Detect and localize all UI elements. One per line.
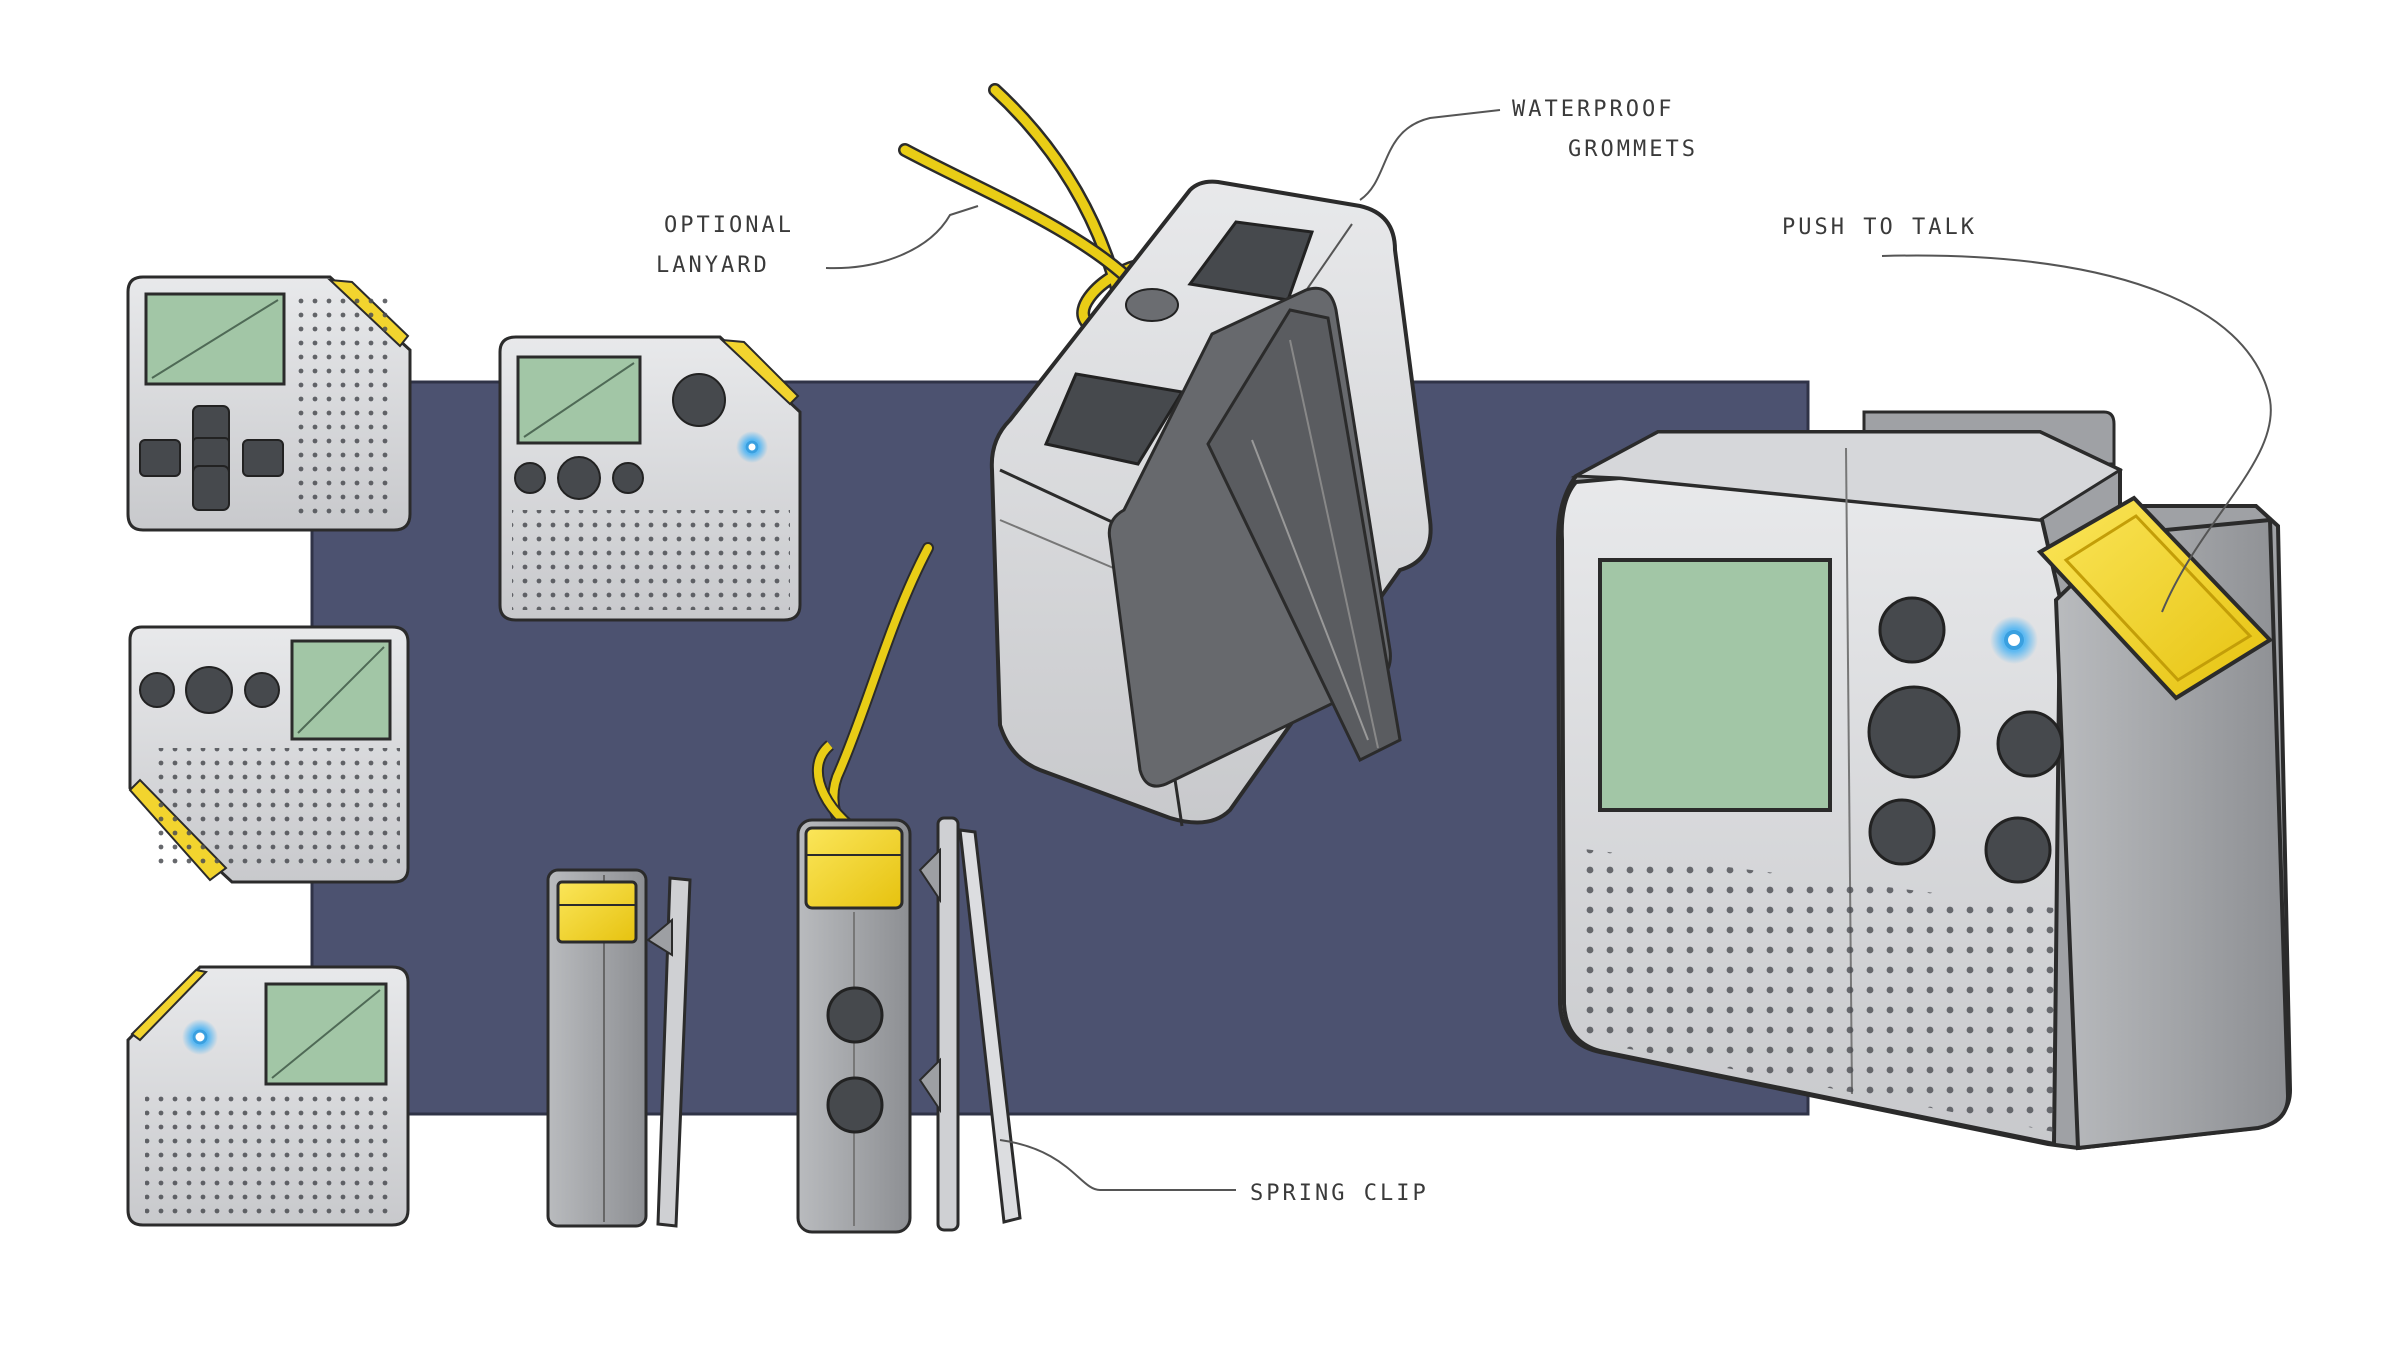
- status-led: [192, 1029, 208, 1045]
- side-button-right: [242, 439, 284, 477]
- round-button: [514, 462, 546, 494]
- status-led: [2004, 630, 2024, 650]
- round-button: [1868, 798, 1936, 866]
- round-button: [139, 672, 175, 708]
- callout-lanyard-line-2: LANYARD: [656, 253, 770, 278]
- round-button: [1984, 816, 2052, 884]
- side-button-left: [139, 439, 181, 477]
- round-button-large: [185, 666, 233, 714]
- device-hero-perspective: [1555, 410, 2293, 1151]
- lanyard-leader-line: [825, 205, 979, 270]
- device-dpad-front-view: [126, 275, 412, 532]
- callout-spring-clip: SPRING CLIP: [1250, 1181, 1429, 1206]
- ptt-button-accent: [556, 880, 638, 944]
- spring-clip: [1206, 308, 1402, 763]
- callout-grommets-line-2: GROMMETS: [1568, 137, 1698, 162]
- grommets-leader-line: [1359, 109, 1501, 201]
- status-led: [745, 440, 759, 454]
- callout-grommets-line-1: WATERPROOF: [1512, 97, 1674, 122]
- side-button-lower: [826, 1076, 884, 1134]
- push-to-talk-button: [2036, 495, 2274, 701]
- ptt-button-accent: [130, 968, 208, 1042]
- lcd-screen: [1598, 558, 1832, 812]
- dpad-down: [192, 465, 230, 511]
- spring-clip: [958, 828, 1022, 1224]
- device-led-screen-front-view: [126, 965, 410, 1227]
- device-side-view-small: [546, 868, 692, 1228]
- spring-clip: [656, 876, 692, 1228]
- device-three-button-front-view: [128, 625, 410, 884]
- device-isometric-top-view: [898, 83, 1433, 827]
- round-button: [1878, 596, 1946, 664]
- ptt-button-accent: [719, 338, 800, 406]
- round-button-large: [672, 373, 726, 427]
- device-side-view-lanyard: [796, 542, 1022, 1234]
- push-to-talk-leader-line: [1881, 254, 2272, 613]
- side-button-upper: [826, 986, 884, 1044]
- ptt-button-accent: [804, 826, 904, 910]
- spring-clip-base: [936, 816, 960, 1232]
- spring-clip-leader-line: [999, 1139, 1236, 1191]
- round-button: [1996, 710, 2064, 778]
- callout-lanyard-line-1: OPTIONAL: [664, 213, 794, 238]
- round-button: [612, 462, 644, 494]
- grommet-bottom: [1043, 372, 1185, 466]
- round-button-large: [1867, 685, 1961, 779]
- device-five-button-front-view: [498, 335, 802, 622]
- round-button-large: [557, 456, 601, 500]
- callout-push-to-talk: PUSH TO TALK: [1782, 215, 1977, 240]
- round-button: [244, 672, 280, 708]
